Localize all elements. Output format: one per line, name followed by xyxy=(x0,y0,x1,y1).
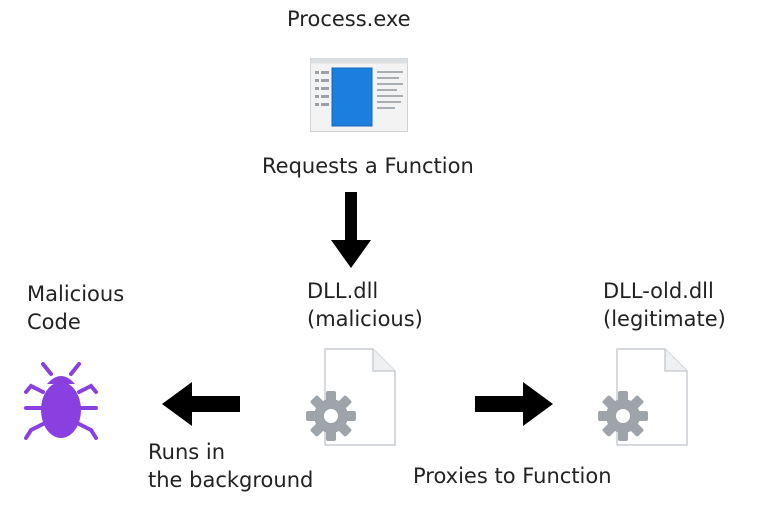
malware-label-line1: Malicious xyxy=(27,282,125,306)
proxy-edge-label: Proxies to Function xyxy=(413,464,612,488)
arrow-down-icon xyxy=(331,192,371,268)
process-name: Process.exe xyxy=(287,7,411,31)
dll-gear-file-icon xyxy=(598,348,688,446)
legit-dll-label: DLL-old.dll (legitimate) xyxy=(603,277,726,333)
dll-gear-file-icon xyxy=(306,348,396,446)
background-edge-line1: Runs in xyxy=(148,440,226,464)
legit-dll-name: DLL-old.dll xyxy=(603,279,714,303)
bug-icon xyxy=(24,362,98,440)
malware-label-line2: Code xyxy=(27,310,81,334)
background-edge-label: Runs in the background xyxy=(148,438,313,494)
malicious-dll-name: DLL.dll xyxy=(307,279,379,303)
legit-dll-note: (legitimate) xyxy=(603,307,726,331)
malicious-dll-label: DLL.dll (malicious) xyxy=(307,277,423,333)
application-window-icon xyxy=(310,58,408,132)
process-action-label: Requests a Function xyxy=(262,154,474,178)
arrow-right-icon xyxy=(475,382,553,426)
background-edge-line2: the background xyxy=(148,468,314,492)
arrow-left-icon xyxy=(162,382,240,426)
malicious-dll-note: (malicious) xyxy=(307,307,423,331)
malware-label: Malicious Code xyxy=(27,280,124,336)
